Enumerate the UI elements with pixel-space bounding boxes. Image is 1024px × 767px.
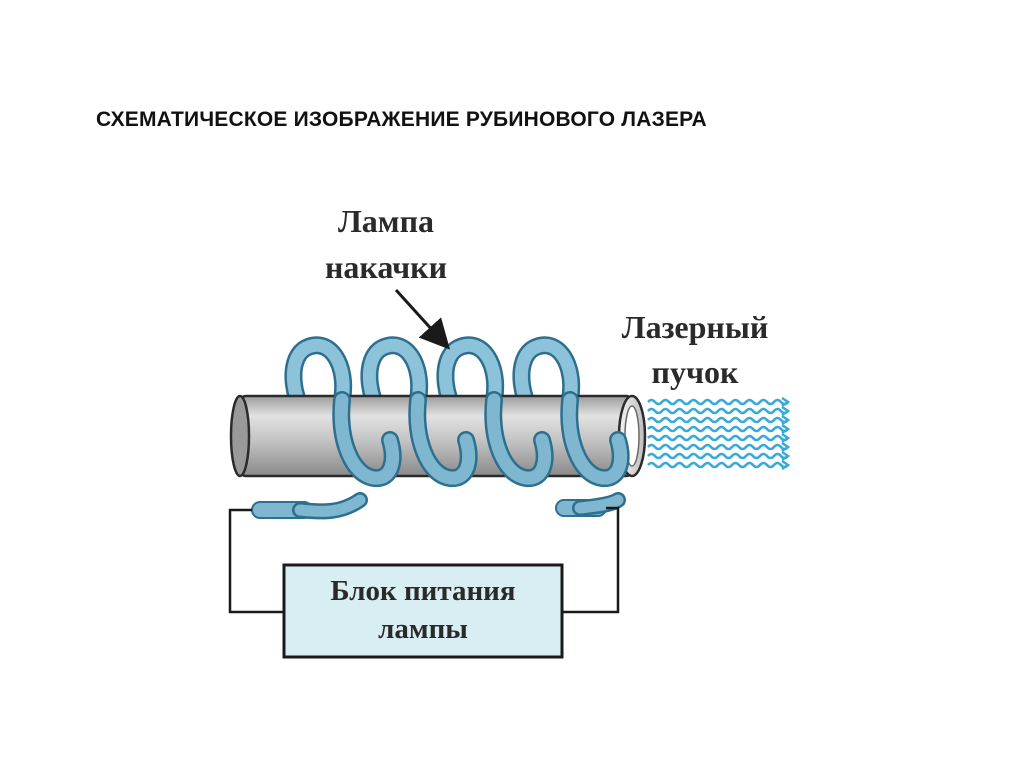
laser-beam [647,396,791,471]
power-label-line2: лампы [378,613,468,645]
beam-wave [647,416,789,424]
beam-wave [647,461,789,469]
lamp-coil-front [251,400,621,520]
beam-wave [647,407,789,415]
lamp-label-group: Лампа накачки [325,203,451,350]
beam-wave-tip [781,441,791,453]
beam-wave [647,434,789,442]
beam-wave-tip [781,423,791,435]
beam-wave-tip [781,432,791,444]
beam-wave-tip [781,405,791,417]
lamp-label-line2: накачки [325,249,447,285]
beam-wave-tip [781,450,791,462]
beam-wave-tip [781,396,791,408]
beam-wave-tip [781,459,791,471]
power-label-line1: Блок питания [330,575,515,607]
slide-title: СХЕМАТИЧЕСКОЕ ИЗОБРАЖЕНИЕ РУБИНОВОГО ЛАЗ… [96,108,707,131]
beam-wave [647,398,789,406]
beam-wave [647,443,789,451]
beam-label-line2: пучок [652,354,739,390]
beam-wave [647,452,789,460]
beam-wave [647,425,789,433]
beam-wave-tip [781,414,791,426]
beam-label-line1: Лазерный [622,309,769,345]
power-wires [228,506,620,614]
lamp-arrow [394,288,451,350]
lamp-label-line1: Лампа [338,203,434,239]
power-supply-block: Блок питания лампы [282,563,564,659]
beam-label-group: Лазерный пучок [622,309,769,390]
